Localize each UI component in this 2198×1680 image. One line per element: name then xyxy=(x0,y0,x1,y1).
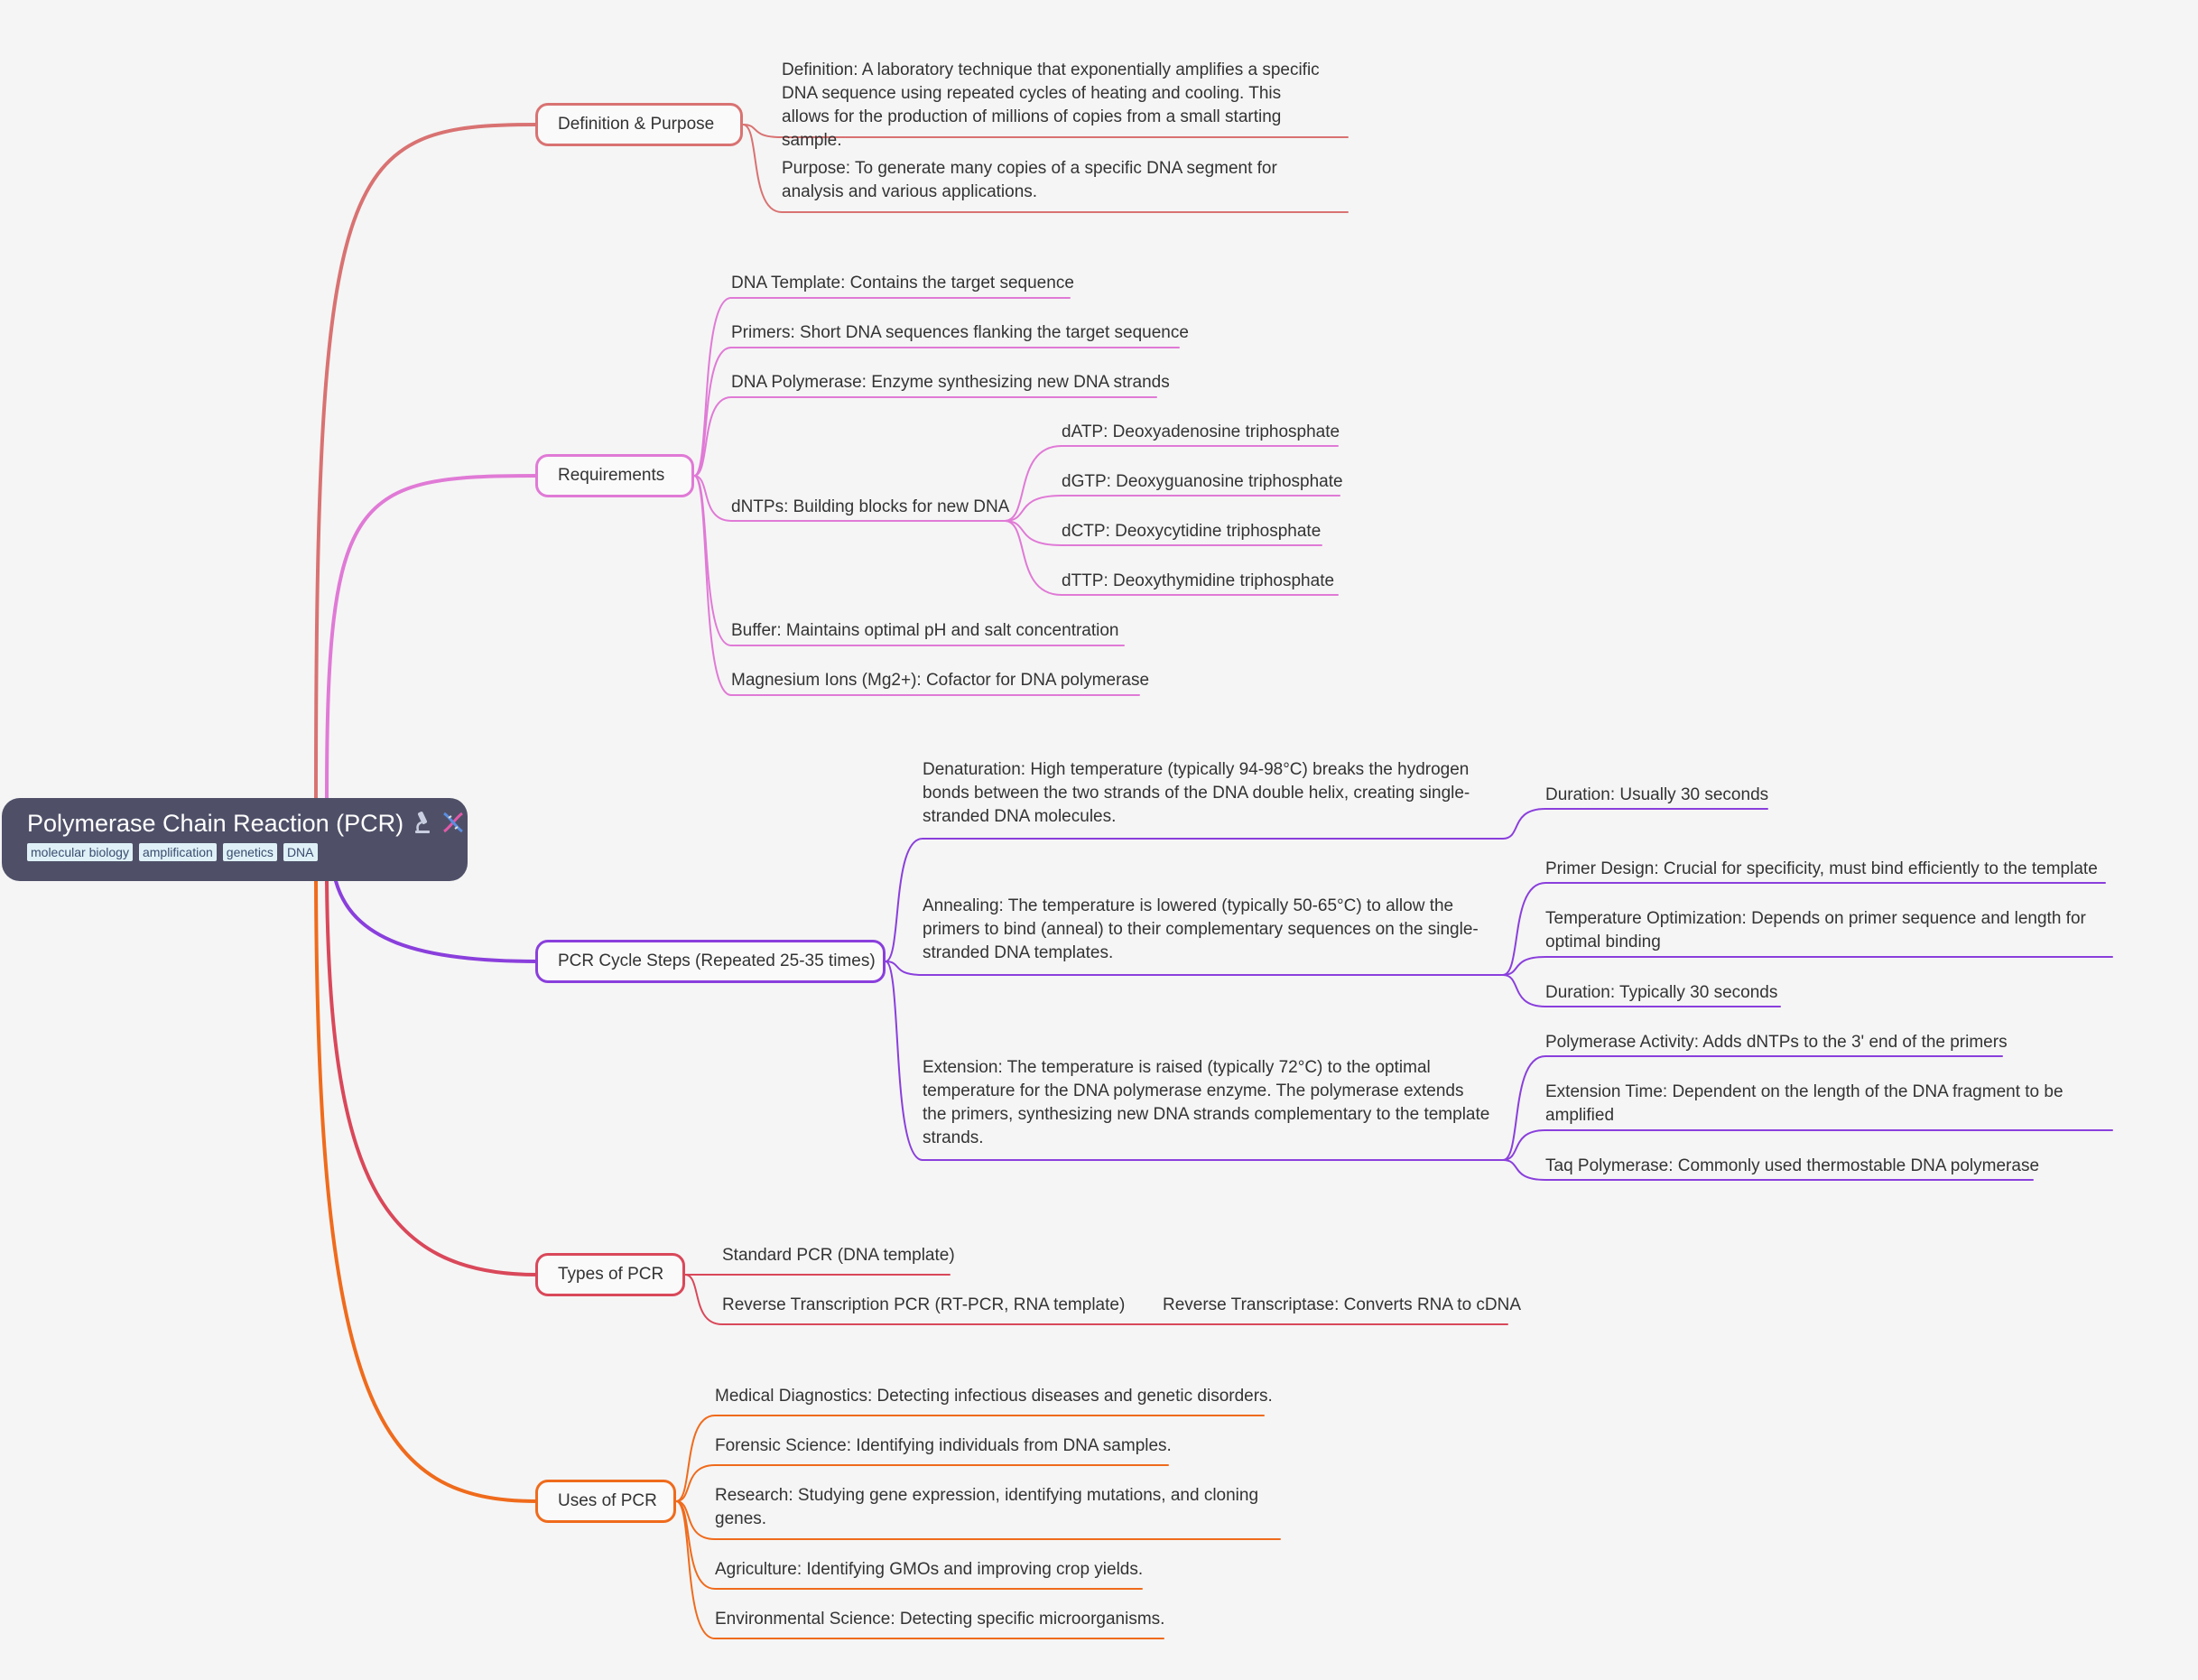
link-use-0 xyxy=(675,1415,1265,1502)
link-dntp-3 xyxy=(1004,520,1339,596)
req-buffer: Buffer: Maintains optimal pH and salt co… xyxy=(731,621,1119,640)
link-ann-2 xyxy=(1502,974,1781,1007)
root-title: Polymerase Chain Reaction (PCR) xyxy=(27,807,468,840)
link-extension xyxy=(885,961,1504,1161)
tag-dna[interactable]: DNA xyxy=(283,843,318,861)
req-dntps: dNTPs: Building blocks for new DNA xyxy=(731,497,1010,516)
link-req-2 xyxy=(693,396,1157,477)
dntp-datp: dATP: Deoxyadenosine triphosphate xyxy=(1062,422,1340,441)
purpose-text: Purpose: To generate many copies of a sp… xyxy=(782,159,1277,201)
branch-requirements[interactable]: Requirements xyxy=(535,454,694,497)
root-node[interactable]: Polymerase Chain Reaction (PCR) molecula… xyxy=(2,798,468,881)
link-type-rt xyxy=(684,1274,1508,1325)
tag-genetics[interactable]: genetics xyxy=(222,843,277,861)
use-forensic: Forensic Science: Identifying individual… xyxy=(715,1436,1172,1455)
req-dna-polymerase: DNA Polymerase: Enzyme synthesizing new … xyxy=(731,373,1170,392)
definition-text: Definition: A laboratory technique that … xyxy=(782,60,1320,150)
req-magnesium: Magnesium Ions (Mg2+): Cofactor for DNA … xyxy=(731,671,1150,690)
tag-amplification[interactable]: amplification xyxy=(138,843,217,861)
link-ext-2 xyxy=(1502,1159,2034,1181)
extension-time: Extension Time: Dependent on the length … xyxy=(1545,1082,2064,1125)
link-dntp-1 xyxy=(1004,495,1340,522)
trunk-uses xyxy=(314,879,539,1503)
use-medical: Medical Diagnostics: Detecting infectiou… xyxy=(715,1387,1273,1406)
annealing-duration: Duration: Typically 30 seconds xyxy=(1545,983,1778,1002)
link-ann-0 xyxy=(1502,882,2106,976)
annealing-temperature: Temperature Optimization: Depends on pri… xyxy=(1545,909,2086,951)
req-dna-template: DNA Template: Contains the target sequen… xyxy=(731,274,1074,292)
root-tags: molecular biology amplification genetics… xyxy=(27,843,468,861)
link-req-1 xyxy=(693,347,1180,477)
link-use-2 xyxy=(675,1500,1281,1540)
extension-taq: Taq Polymerase: Commonly used thermostab… xyxy=(1545,1156,2040,1175)
extension-polymerase-activity: Polymerase Activity: Adds dNTPs to the 3… xyxy=(1545,1033,2008,1052)
branch-definition[interactable]: Definition & Purpose xyxy=(535,103,743,146)
branch-types[interactable]: Types of PCR xyxy=(535,1253,685,1296)
link-ann-1 xyxy=(1502,956,2113,976)
annealing-primer-design: Primer Design: Crucial for specificity, … xyxy=(1545,859,2098,878)
link-dntp-2 xyxy=(1004,520,1322,546)
root-title-text: Polymerase Chain Reaction (PCR) xyxy=(27,810,404,837)
link-use-1 xyxy=(675,1464,1169,1502)
link-purpose xyxy=(742,124,1349,213)
link-dntp-0 xyxy=(1004,445,1339,522)
dntp-dttp: dTTP: Deoxythymidine triphosphate xyxy=(1062,571,1335,590)
branch-uses[interactable]: Uses of PCR xyxy=(535,1480,676,1523)
use-research: Research: Studying gene expression, iden… xyxy=(715,1486,1259,1528)
link-den-duration xyxy=(1502,808,1768,840)
type-rt-pcr: Reverse Transcription PCR (RT-PCR, RNA t… xyxy=(722,1295,1126,1314)
tag-molecular-biology[interactable]: molecular biology xyxy=(27,843,133,861)
link-ext-0 xyxy=(1502,1055,2003,1161)
link-denaturation xyxy=(885,838,1504,962)
step-annealing: Annealing: The temperature is lowered (t… xyxy=(923,896,1479,962)
use-environmental: Environmental Science: Detecting specifi… xyxy=(715,1610,1165,1629)
link-req-3 xyxy=(693,475,1006,522)
dntp-dgtp: dGTP: Deoxyguanosine triphosphate xyxy=(1062,472,1343,491)
denaturation-duration: Duration: Usually 30 seconds xyxy=(1545,785,1769,804)
microscope-icon xyxy=(411,810,441,837)
link-req-5 xyxy=(693,475,1140,696)
trunk-types xyxy=(325,879,539,1276)
trunk-requirements xyxy=(325,474,539,800)
trunk-definition xyxy=(314,123,539,800)
step-denaturation: Denaturation: High temperature (typicall… xyxy=(923,760,1470,826)
type-standard: Standard PCR (DNA template) xyxy=(722,1246,955,1265)
link-annealing xyxy=(885,961,1504,976)
use-agriculture: Agriculture: Identifying GMOs and improv… xyxy=(715,1560,1144,1579)
link-ext-1 xyxy=(1502,1129,2113,1161)
dna-icon xyxy=(441,810,466,837)
link-use-4 xyxy=(675,1500,1164,1639)
trunk-cycle xyxy=(334,879,539,963)
step-extension: Extension: The temperature is raised (ty… xyxy=(923,1058,1490,1147)
req-primers: Primers: Short DNA sequences flanking th… xyxy=(731,323,1189,342)
dntp-dctp: dCTP: Deoxycytidine triphosphate xyxy=(1062,522,1322,541)
rt-reverse-transcriptase: Reverse Transcriptase: Converts RNA to c… xyxy=(1163,1295,1522,1314)
link-definition xyxy=(742,124,1349,138)
branch-cycle-steps[interactable]: PCR Cycle Steps (Repeated 25-35 times) xyxy=(535,940,886,983)
